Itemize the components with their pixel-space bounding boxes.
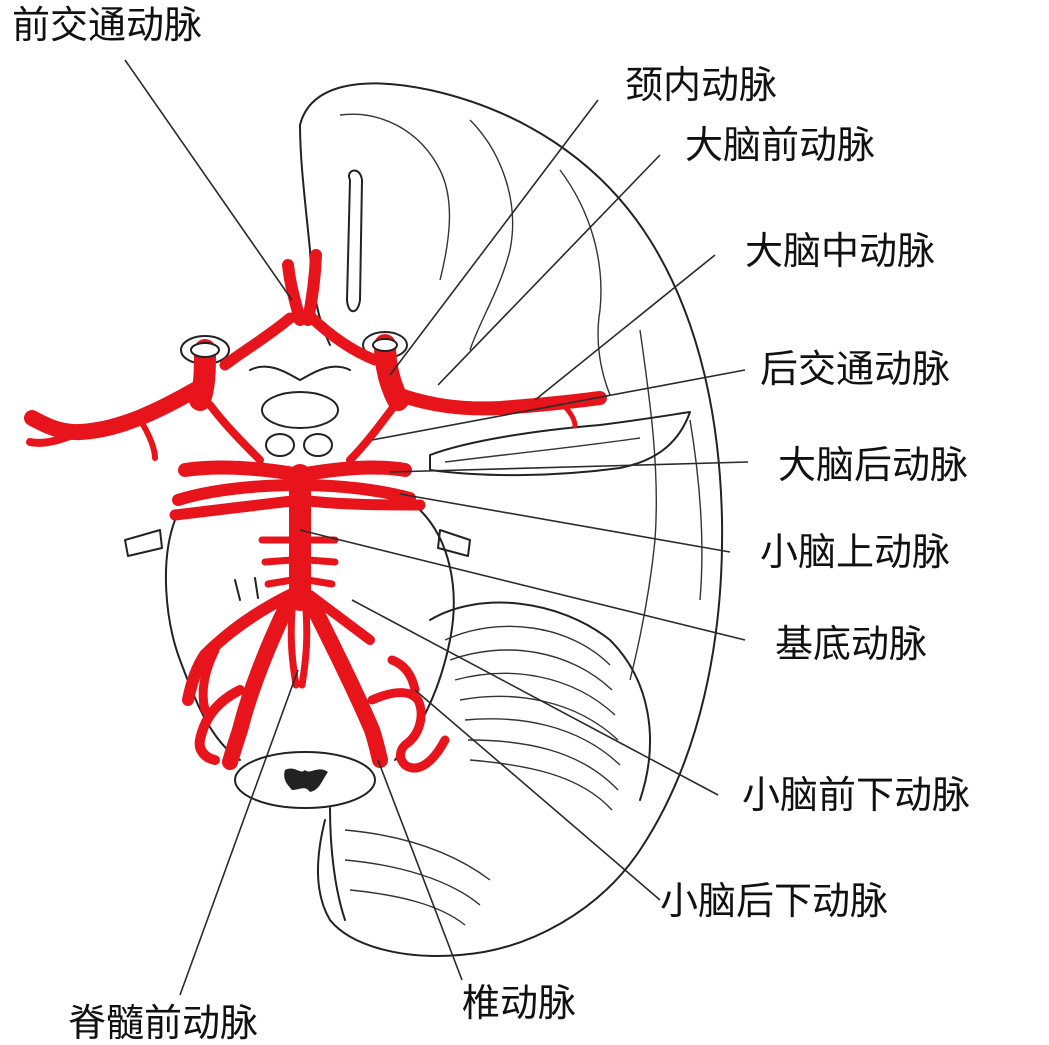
artery-pontine-branch-l3 bbox=[268, 580, 292, 584]
temporal-gyrus-line bbox=[630, 330, 656, 680]
artery-asa-right bbox=[302, 610, 307, 685]
artery-sca-left bbox=[175, 500, 300, 515]
label-anterior-communicating-artery: 前交通动脉 bbox=[12, 6, 202, 44]
mammillary-body-right bbox=[304, 434, 332, 456]
artery-anterior-cerebral-right bbox=[308, 255, 316, 320]
artery-aca-left-proximal bbox=[225, 318, 290, 365]
label-superior-cerebellar-artery: 小脑上动脉 bbox=[760, 533, 950, 571]
pituitary-stalk bbox=[262, 392, 338, 428]
carotid-lumen-left bbox=[191, 343, 219, 357]
artery-mca-left bbox=[32, 390, 195, 432]
label-internal-carotid-artery: 颈内动脉 bbox=[625, 66, 777, 104]
temporal-gyrus-line bbox=[690, 420, 702, 600]
medulla-grey-matter bbox=[284, 769, 328, 792]
label-anterior-cerebral-artery: 大脑前动脉 bbox=[685, 126, 875, 164]
artery-pica-right-2 bbox=[392, 660, 415, 690]
leader-ba bbox=[300, 530, 745, 640]
leader-pica bbox=[415, 690, 660, 900]
spinal-cord-outline bbox=[330, 808, 345, 920]
leader-va bbox=[378, 760, 462, 980]
label-posterior-inferior-cerebellar-artery: 小脑后下动脉 bbox=[660, 882, 888, 920]
brain-outline bbox=[125, 83, 722, 956]
artery-pontine-branch-l2 bbox=[265, 560, 292, 562]
cerebellum-folia bbox=[345, 626, 620, 925]
cranial-nerve-stub bbox=[125, 530, 162, 556]
label-anterior-spinal-artery: 脊髓前动脉 bbox=[68, 1004, 258, 1042]
artery-pca-left bbox=[185, 468, 300, 475]
leader-ica bbox=[390, 100, 598, 375]
artery-pca-right bbox=[300, 468, 405, 475]
label-anterior-inferior-cerebellar-artery: 小脑前下动脉 bbox=[742, 776, 970, 814]
artery-pca-right-2 bbox=[300, 485, 410, 498]
olfactory-tract bbox=[347, 171, 362, 312]
frontal-gyrus-line bbox=[340, 114, 449, 280]
frontal-gyrus-line bbox=[560, 170, 610, 395]
artery-pontine-branch-r2 bbox=[308, 560, 335, 562]
artery-pcom-right bbox=[350, 405, 395, 460]
label-posterior-communicating-artery: 后交通动脉 bbox=[760, 350, 950, 388]
leader-aca bbox=[438, 155, 660, 385]
artery-anterior-cerebral-left bbox=[288, 265, 300, 320]
label-middle-cerebral-artery: 大脑中动脉 bbox=[745, 232, 935, 270]
leader-sca bbox=[400, 494, 730, 552]
artery-asa-left bbox=[291, 610, 296, 685]
artery-pontine-branch-r3 bbox=[308, 580, 332, 584]
carotid-lumen-right bbox=[373, 339, 397, 351]
leader-pca bbox=[390, 462, 748, 472]
mammillary-body-left bbox=[266, 434, 294, 456]
artery-pcom-left bbox=[210, 405, 260, 460]
artery-mca-left-branch2 bbox=[140, 420, 155, 458]
leader-lines bbox=[125, 60, 748, 995]
cranial-nerve-stub bbox=[235, 580, 240, 600]
frontal-gyrus-line bbox=[470, 120, 513, 350]
artery-sca-right bbox=[300, 500, 420, 505]
label-basilar-artery: 基底动脉 bbox=[775, 625, 927, 663]
label-posterior-cerebral-artery: 大脑后动脉 bbox=[778, 446, 968, 484]
optic-chiasm bbox=[250, 367, 350, 380]
artery-network bbox=[30, 255, 600, 768]
leader-acom bbox=[125, 60, 292, 300]
artery-mca-right bbox=[400, 395, 600, 408]
cranial-nerve-stub bbox=[255, 578, 258, 598]
label-vertebral-artery: 椎动脉 bbox=[462, 984, 576, 1022]
leader-mca bbox=[535, 255, 715, 400]
